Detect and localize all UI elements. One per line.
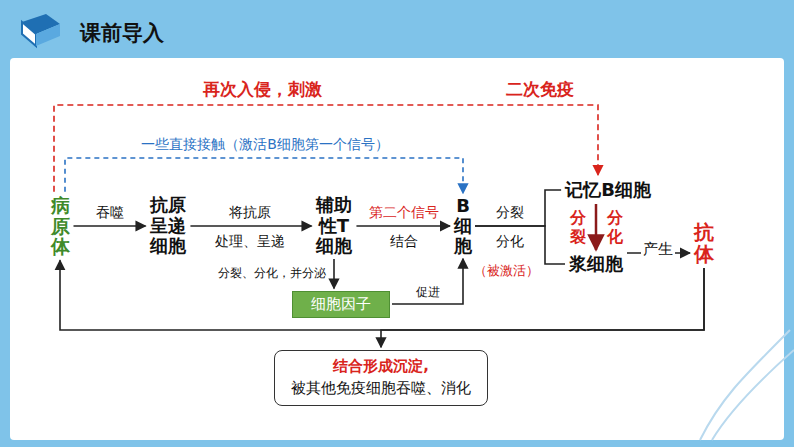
edge-label: 分裂、分化，并分泌 [216, 266, 328, 280]
edge-label: 产生 [641, 240, 675, 258]
edge-label: 将抗原 [227, 204, 273, 221]
cytokine-box: 细胞因子 [292, 291, 390, 318]
annotation-label: 结合 [388, 233, 420, 250]
node-text: 辅助性T细胞 [316, 195, 353, 257]
slide-title: 课前导入 [80, 19, 164, 47]
connector-arrow [475, 190, 561, 226]
cell-node: B细胞 [454, 196, 472, 255]
node-text: 细胞因子 [311, 295, 371, 314]
book-icon [22, 14, 60, 46]
connector-arrow [333, 259, 335, 288]
cell-node: 记忆B细胞 [565, 178, 651, 202]
node-text: 记忆B细胞 [565, 178, 651, 202]
connector-arrow [190, 225, 311, 227]
annotation-label: （被激活） [472, 263, 541, 279]
cell-node: 浆细胞 [569, 252, 623, 276]
annotation-label: 分裂 [570, 208, 586, 246]
dna-decoration [700, 330, 794, 440]
node-text: 浆细胞 [569, 252, 623, 276]
node-text: 病原体 [51, 195, 70, 258]
edge-label: 一些直接接触（激活B细胞第一个信号） [139, 136, 391, 153]
cell-node: 辅助性T细胞 [316, 195, 353, 257]
cell-node: 抗原呈递细胞 [150, 195, 187, 257]
antibody-node: 抗体 [694, 221, 714, 265]
edge-label: 促进 [414, 285, 442, 299]
node-text: 结合形成沉淀, [291, 356, 471, 378]
connector-arrow [475, 226, 565, 264]
content-panel [10, 58, 784, 440]
connector-arrow [74, 225, 146, 227]
node-text: 被其他免疫细胞吞噬、消化 [291, 378, 471, 400]
edge-label: 再次入侵，刺激 [201, 79, 324, 99]
annotation-label: 分化 [607, 208, 623, 246]
edge-label: 吞噬 [94, 204, 126, 221]
connector-arrow [356, 225, 450, 227]
annotation-label: 二次免疫 [504, 79, 576, 99]
result-box: 结合形成沉淀,被其他免疫细胞吞噬、消化 [274, 350, 488, 406]
connector-arrow [392, 259, 463, 304]
node-text: 抗体 [694, 221, 714, 265]
node-text: B细胞 [454, 196, 472, 255]
edge-label: 第二个信号 [367, 204, 441, 221]
connector-arrow [595, 204, 598, 250]
annotation-label: 分裂 [494, 204, 526, 221]
connector-arrow [54, 105, 598, 192]
pathogen-node: 病原体 [51, 195, 70, 258]
annotation-label: 分化 [494, 233, 526, 250]
connector-arrow [65, 158, 463, 193]
connector-arrow [381, 268, 704, 347]
node-text: 抗原呈递细胞 [150, 195, 187, 257]
annotation-label: 处理、呈递 [213, 233, 287, 250]
